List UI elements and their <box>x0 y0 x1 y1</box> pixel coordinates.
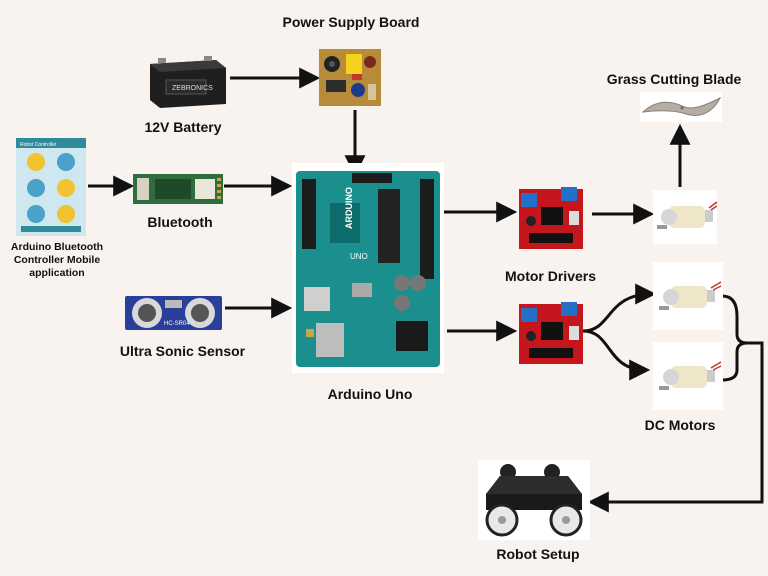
battery-image: ZEBRONICS <box>150 56 226 108</box>
mobile-app-label: Arduino Bluetooth Controller Mobile appl… <box>10 241 104 279</box>
motor-driver-2 <box>517 300 585 366</box>
dc-motor-1 <box>653 262 723 330</box>
arduino-uno: ARDUINO UNO <box>292 163 444 373</box>
dc-motor-2 <box>653 342 723 410</box>
arduino-model-text: UNO <box>350 252 368 261</box>
ultrasonic-image: HC-SR04 <box>125 296 222 330</box>
ultrasonic-label: Ultra Sonic Sensor <box>119 343 246 359</box>
robot-image <box>485 464 583 537</box>
motor-driver-1 <box>517 185 585 251</box>
brace-dc-motors <box>721 294 748 382</box>
blade-image <box>640 92 722 122</box>
battery-brand: ZEBRONICS <box>172 85 213 92</box>
dc-motor-2-image <box>659 361 722 390</box>
dc-motors-label: DC Motors <box>644 417 716 433</box>
bluetooth-module <box>133 174 223 204</box>
mobile-app: Robot Controller <box>16 138 86 236</box>
grass-cutting-blade <box>640 92 722 122</box>
mobile-app-header: Robot Controller <box>20 142 57 148</box>
power-supply-board <box>318 46 382 108</box>
power-supply-board-image <box>319 49 381 106</box>
dc-motor-blade <box>653 190 718 244</box>
motor-driver-2-image <box>519 302 583 364</box>
arrow-driver2-to-motor-bottom <box>582 329 651 381</box>
motor-driver-1-image <box>519 187 583 249</box>
dc-motor-1-image <box>659 281 722 310</box>
motor-drivers-label: Motor Drivers <box>504 268 597 284</box>
dc-motor-blade-image <box>657 201 718 229</box>
ultrasonic-module-text: HC-SR04 <box>164 321 190 327</box>
battery: ZEBRONICS <box>146 54 230 110</box>
battery-label: 12V Battery <box>144 119 222 135</box>
arduino-board-text: ARDUINO <box>344 187 354 229</box>
arrow-driver2-to-motor-top <box>582 283 657 333</box>
robot-setup <box>478 460 590 540</box>
blade-label: Grass Cutting Blade <box>606 71 742 87</box>
robot-label: Robot Setup <box>496 546 580 562</box>
mobile-app-image: Robot Controller <box>16 138 86 236</box>
bluetooth-label: Bluetooth <box>147 214 213 230</box>
bluetooth-image <box>133 174 223 204</box>
arrow-motors-to-robot <box>587 341 764 513</box>
arduino-label: Arduino Uno <box>327 386 413 402</box>
power-supply-label: Power Supply Board <box>282 14 420 30</box>
arduino-board-image: ARDUINO UNO <box>296 171 440 367</box>
ultrasonic-sensor: HC-SR04 <box>125 294 222 332</box>
